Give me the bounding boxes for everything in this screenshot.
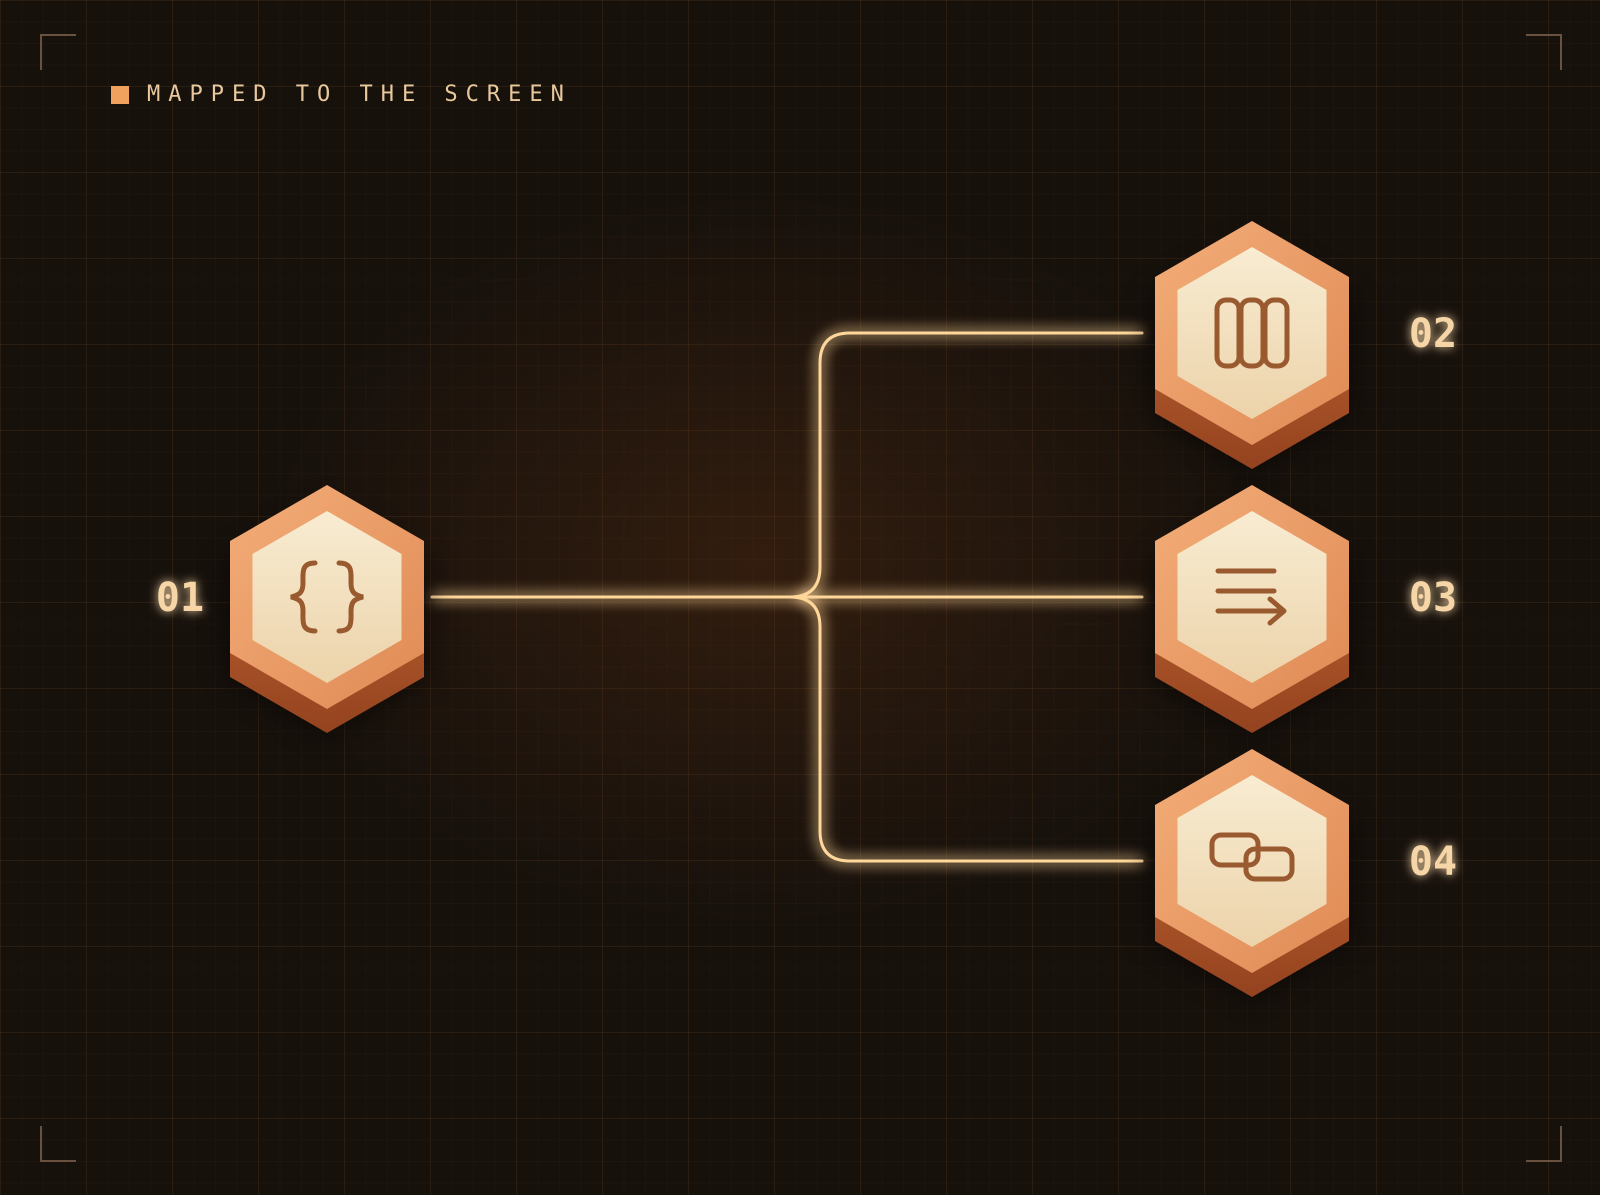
heading-text: MAPPED TO THE SCREEN bbox=[147, 82, 572, 107]
connector-lines bbox=[430, 331, 1144, 863]
hex-face bbox=[1177, 247, 1327, 419]
hex-face bbox=[1177, 775, 1327, 947]
corner-bracket-top-right bbox=[1526, 34, 1562, 70]
accent-square-icon bbox=[111, 85, 129, 104]
node-number-label: 01 bbox=[156, 575, 204, 621]
corner-bracket-bottom-left bbox=[40, 1126, 76, 1162]
hex-face bbox=[1177, 511, 1327, 683]
node-number-label: 04 bbox=[1409, 839, 1457, 885]
node-number-label: 02 bbox=[1409, 311, 1457, 357]
corner-bracket-top-left bbox=[40, 34, 76, 70]
connector-lower-branch bbox=[788, 595, 1144, 863]
connector-upper-branch bbox=[788, 331, 1144, 599]
hex-node-03: 03 bbox=[1149, 485, 1457, 737]
columns-icon bbox=[1214, 297, 1290, 369]
hex-node-02: 02 bbox=[1149, 221, 1457, 473]
hex-node-01: 01 bbox=[156, 485, 430, 737]
hex-face bbox=[252, 511, 402, 683]
text-lines-arrow-icon bbox=[1215, 568, 1287, 626]
section-heading: MAPPED TO THE SCREEN bbox=[111, 82, 572, 107]
chain-link-icon bbox=[1209, 832, 1295, 882]
node-number-label: 03 bbox=[1409, 575, 1457, 621]
hex-node-04: 04 bbox=[1149, 749, 1457, 1001]
curly-braces-icon bbox=[290, 560, 364, 634]
corner-bracket-bottom-right bbox=[1526, 1126, 1562, 1162]
